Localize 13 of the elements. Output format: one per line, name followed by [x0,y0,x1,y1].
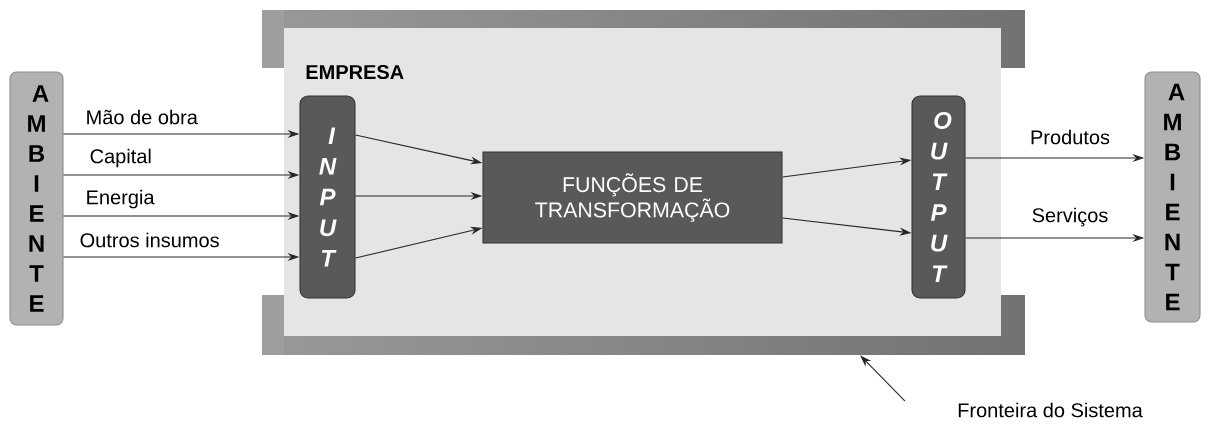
edge-label: Capital [90,148,151,168]
edge-label: Mão de obra [87,109,198,125]
edge-label: Produtos [1031,129,1110,145]
boundary-note: Fronteira do Sistema [958,402,1143,418]
leader-arrow [860,355,906,402]
stage-box: OUTPUT [911,95,966,299]
edge-label: Outros insumos [80,232,219,248]
process-box: FUNÇÕES DE TRANSFORMAÇÃO [482,151,783,244]
environment-bar: AMBIENTE [9,71,64,326]
edge-label: Energia [87,189,155,209]
edge-label: Serviços [1032,207,1108,227]
stage-box: INPUT [299,95,356,299]
environment-bar: AMBIENTE [1144,71,1201,323]
